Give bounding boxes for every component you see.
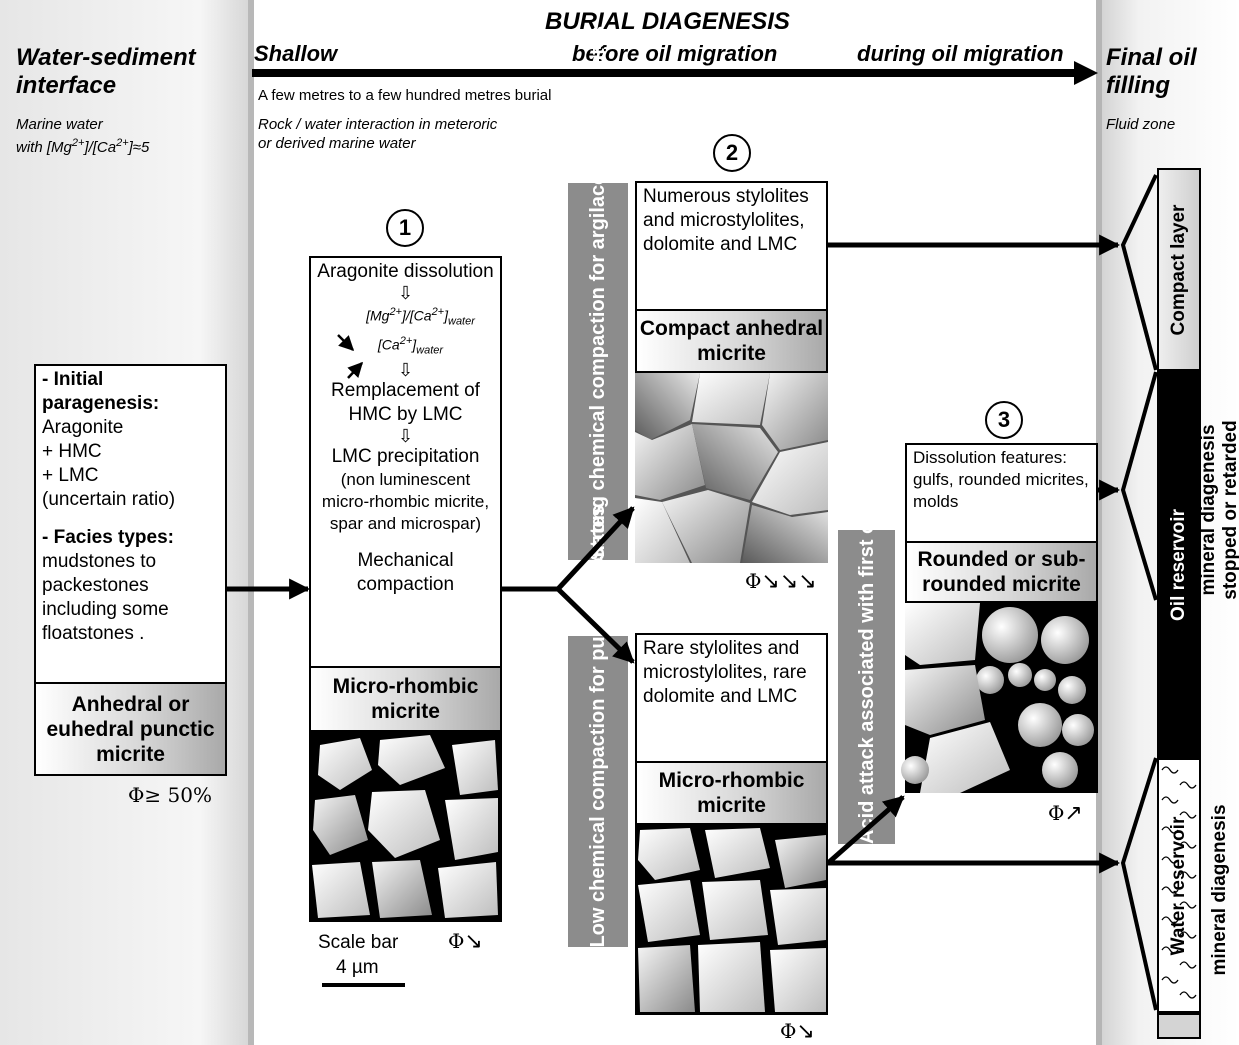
step1-box: Aragonite dissolution ⇩ [Mg2+]/[Ca2+]wat…: [309, 256, 502, 668]
rock-water-note: Rock / water interaction in meteroric or…: [258, 115, 497, 153]
step2-top-label: Compact anhedral micrite: [635, 309, 828, 373]
water-reservoir-zone: Water reservoir: [1157, 758, 1201, 1013]
step2-bottom-box: Rare stylolites and microstylolites, rar…: [635, 633, 828, 763]
stylolite-marks: [1161, 766, 1197, 999]
facies-text: mudstones to packestones including some …: [42, 551, 169, 644]
step1-scale-label: Scale bar: [318, 932, 399, 953]
left-note: Marine water with [Mg2+]/[Ca2+]≈5: [16, 115, 246, 157]
facies-heading: - Facies types:: [42, 527, 174, 548]
step1-scale-value: 4 µm: [336, 957, 379, 978]
step2-bottom-porosity: Φ↘: [780, 1020, 815, 1043]
initial-item: + LMC: [42, 465, 99, 486]
step3-micrograph: [901, 603, 1098, 793]
down-arrow-icon: ⇩: [397, 425, 414, 446]
left-note-line2: with [Mg2+]/[Ca2+]≈5: [16, 137, 150, 156]
step1-ca: [Ca2+]water: [377, 335, 444, 357]
initial-item: Aragonite: [42, 417, 124, 438]
final-band-edge: [1096, 0, 1102, 1045]
step2-top-porosity: Φ↘↘↘: [745, 570, 817, 593]
bottom-gray-zone: [1157, 1013, 1201, 1039]
left-note-line1: Marine water: [16, 116, 103, 133]
step1-mechanical: Mechanical compaction: [356, 549, 455, 595]
burial-band-edge: [248, 0, 254, 1045]
step2-bottom-micrograph: [635, 825, 828, 1015]
right-note: Fluid zone: [1106, 116, 1176, 133]
up-right-arrow-icon: ↗: [1064, 801, 1083, 826]
step3-label: Rounded or sub-rounded micrite: [905, 541, 1098, 603]
initial-label: Anhedral or euhedral punctic micrite: [34, 682, 227, 776]
step3-number: 3: [985, 401, 1023, 439]
down-arrow-icon: ⇩: [397, 359, 414, 380]
step2-bottom-label: Micro-rhombic micrite: [635, 761, 828, 825]
low-compaction-band: Low chemical compaction for pure carbona…: [568, 505, 628, 947]
initial-item: (uncertain ratio): [42, 489, 176, 510]
step1-lmc-detail: (non luminescent micro-rhombic micrite, …: [321, 469, 490, 533]
step2-top-micrograph: [635, 373, 828, 563]
step1-aragonite: Aragonite dissolution: [317, 261, 494, 282]
step1-porosity: Φ↘: [448, 930, 483, 953]
phi-symbol: Φ: [1048, 801, 1065, 825]
down-arrow-icon: ⇩: [397, 283, 414, 303]
initial-porosity: Φ≥ 50%: [128, 783, 212, 807]
step2-top-box: Numerous stylolites and microstylolites,…: [635, 181, 828, 311]
compact-layer-zone: Compact layer: [1157, 168, 1201, 371]
step1-micrograph: [309, 732, 502, 922]
right-title: Final oil filling: [1106, 44, 1197, 99]
burial-title: BURIAL DIAGENESIS: [545, 8, 790, 35]
initial-item: + HMC: [42, 441, 102, 462]
step1-lmc: LMC precipitation: [331, 445, 480, 467]
step1-label: Micro-rhombic micrite: [309, 666, 502, 732]
step1-replacement: Remplacement of HMC by LMC: [331, 379, 480, 425]
initial-heading: - Initial paragenesis:: [42, 369, 160, 414]
shallow-label: Shallow: [254, 41, 338, 66]
strong-compaction-band: Strong chemical compaction for argilaceo…: [568, 25, 628, 560]
phi-symbol: Φ: [448, 929, 465, 953]
acid-attack-band: Acid attack associated with first oil mi…: [838, 414, 895, 844]
rock-water-line1: Rock / water interaction in meteroric: [258, 116, 498, 133]
before-oil-label: before oil migration: [572, 41, 778, 66]
step1-number: 1: [386, 209, 424, 247]
burial-note: A few metres to a few hundred metres bur…: [258, 87, 552, 104]
step3-porosity: Φ↗: [1048, 802, 1083, 825]
step2-bottom-text: Rare stylolites and microstylolites, rar…: [643, 638, 807, 707]
during-oil-label: during oil migration: [857, 41, 1064, 66]
down-right-arrow-icon: ↘↘↘: [761, 569, 817, 594]
down-right-arrow-icon: ↘: [796, 1019, 815, 1044]
step3-text: Dissolution features: gulfs, rounded mic…: [913, 448, 1089, 511]
step1-ratio: [Mg2+]/[Ca2+]water: [366, 306, 475, 328]
down-right-arrow-icon: ↘: [464, 929, 483, 954]
oil-reservoir-zone: Oil reservoir: [1157, 371, 1201, 758]
phi-symbol: Φ: [745, 569, 762, 593]
left-title: Water-sediment interface: [16, 44, 196, 99]
rock-water-line2: or derived marine water: [258, 135, 416, 152]
step2-number: 2: [713, 134, 751, 172]
phi-symbol: Φ: [780, 1019, 797, 1043]
step2-top-text: Numerous stylolites and microstylolites,…: [643, 186, 809, 255]
